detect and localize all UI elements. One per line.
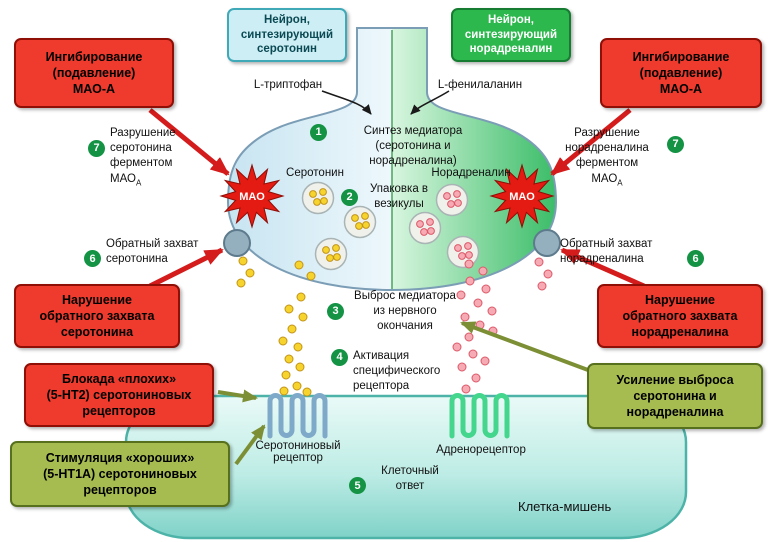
reuptake-block-arrow-right — [560, 247, 646, 289]
step-1-label: Синтез медиатора (серотонина и норадрена… — [363, 125, 463, 168]
step-6-reuptake-left: 6 Обратный захват серотонина — [84, 237, 226, 268]
mao-left-label: МАО — [239, 191, 265, 203]
neuron-noradrenaline-box: Нейрон, синтезирующий норадреналин — [451, 8, 571, 62]
step-1-badge: 1 — [310, 124, 327, 141]
release-enhancement-arrow — [460, 321, 589, 372]
adrenoreceptor-label: Адренорецептор — [436, 444, 526, 456]
l-phenylalanine-label: L-фенилаланин — [437, 79, 523, 91]
step-6-left-badge: 6 — [84, 250, 101, 268]
step-4-activation: 4 Активация специфического рецептора — [331, 349, 453, 395]
noradrenaline-transporter — [533, 229, 561, 257]
neuron-noradrenaline-label: Нейрон, синтезирующий норадреналин — [464, 13, 558, 56]
step-7-right-enzyme: МАО — [591, 172, 618, 185]
stimulation-arrow — [234, 424, 266, 466]
mao-right-label: МАО — [509, 191, 535, 203]
step-5-label: Клеточный ответ — [381, 465, 439, 493]
blockade-bad-receptors-label: Блокада «плохих» (5-НТ2) серотониновых р… — [46, 371, 192, 419]
reuptake-disruption-noradrenaline-box: Нарушение обратного захвата норадреналин… — [597, 284, 763, 348]
step-7-right-text: Разрушение норадреналина ферментом МАОА — [552, 126, 662, 188]
noradrenaline-label: Норадреналин — [431, 167, 511, 179]
step-5-badge: 5 — [349, 477, 366, 495]
step-6-left-label: Обратный захват серотонина — [106, 238, 199, 266]
reuptake-disruption-serotonin-label: Нарушение обратного захвата серотонина — [39, 292, 155, 340]
step-7-right-lines: Разрушение норадреналина ферментом — [565, 127, 649, 170]
blockade-bad-receptors-box: Блокада «плохих» (5-НТ2) серотониновых р… — [24, 363, 214, 427]
presynaptic-terminal-shape — [227, 27, 557, 291]
step-6-reuptake-right: Обратный захват норадреналина 6 — [560, 237, 704, 268]
mao-inhibition-left-box: Ингибирование (подавление) МАО-А — [14, 38, 174, 108]
step-7-left-enzyme: МАО — [110, 172, 136, 185]
step-7-left-text: Разрушение серотонина ферментом МАОА — [110, 126, 214, 188]
blockade-arrow — [217, 389, 258, 403]
step-2-packaging: 2 Упаковка в везикулы — [341, 182, 435, 212]
mao-inhibition-left-label: Ингибирование (подавление) МАО-А — [45, 49, 143, 97]
step-5-cell-response: 5 Клеточный ответ — [349, 464, 449, 495]
mao-inhibition-arrow-left — [148, 108, 230, 176]
serotonin-receptor-shape — [267, 393, 328, 439]
step-7-left-badge: 7 — [88, 140, 105, 157]
release-enhancement-label: Усиление выброса серотонина и норадренал… — [616, 372, 734, 420]
serotonin-label: Серотонин — [286, 167, 344, 179]
stimulation-good-receptors-box: Стимуляция «хороших» (5-НТ1А) серотонино… — [10, 441, 230, 507]
step-3-release: 3 Выброс медиатора из нервного окончания — [327, 289, 461, 335]
release-enhancement-box: Усиление выброса серотонина и норадренал… — [587, 363, 763, 429]
mao-inhibition-arrow-right — [550, 108, 632, 176]
step-6-right-label: Обратный захват норадреналина — [560, 238, 653, 266]
step-7-left-enzyme-sub: А — [135, 177, 142, 187]
tryptophan-arrow — [321, 90, 372, 115]
stimulation-good-receptors-label: Стимуляция «хороших» (5-НТ1А) серотонино… — [43, 450, 197, 498]
serotonin-release-stream — [236, 256, 316, 397]
mao-inhibition-right-label: Ингибирование (подавление) МАО-А — [632, 49, 730, 97]
adrenoreceptor-shape — [449, 393, 510, 439]
step-4-label: Активация специфического рецептора — [353, 350, 441, 393]
reuptake-disruption-noradrenaline-label: Нарушение обратного захвата норадреналин… — [622, 292, 738, 340]
step-3-label: Выброс медиатора из нервного окончания — [354, 290, 456, 333]
step-3-badge: 3 — [327, 303, 344, 321]
noradrenaline-release-stream — [452, 257, 553, 394]
phenylalanine-arrow — [410, 90, 450, 115]
step-4-badge: 4 — [331, 349, 348, 366]
reuptake-disruption-serotonin-box: Нарушение обратного захвата серотонина — [14, 284, 180, 348]
serotonin-receptor-label: Серотониновый рецептор — [255, 440, 341, 464]
l-tryptophan-label: L-триптофан — [253, 79, 323, 91]
step-2-label: Упаковка в везикулы — [369, 183, 429, 211]
step-7-right-badge: 7 — [667, 136, 684, 153]
step-7-degradation-right: Разрушение норадреналина ферментом МАОА … — [552, 126, 684, 188]
neuron-serotonin-box: Нейрон, синтезирующий серотонин — [227, 8, 347, 62]
step-1-synthesis: 1 Синтез медиатора (серотонина и норадре… — [310, 124, 494, 170]
step-2-badge: 2 — [341, 188, 358, 206]
step-7-right-enzyme-sub: А — [617, 177, 623, 187]
step-6-right-badge: 6 — [687, 250, 704, 268]
neuron-serotonin-label: Нейрон, синтезирующий серотонин — [240, 13, 334, 56]
step-7-left-lines: Разрушение серотонина ферментом — [110, 127, 176, 170]
step-7-degradation-left: 7 Разрушение серотонина ферментом МАОА — [88, 126, 214, 188]
target-cell-label: Клетка-мишень — [518, 499, 612, 514]
serotonin-transporter — [223, 229, 251, 257]
reuptake-block-arrow-left — [148, 247, 224, 289]
mao-inhibition-right-box: Ингибирование (подавление) МАО-А — [600, 38, 762, 108]
